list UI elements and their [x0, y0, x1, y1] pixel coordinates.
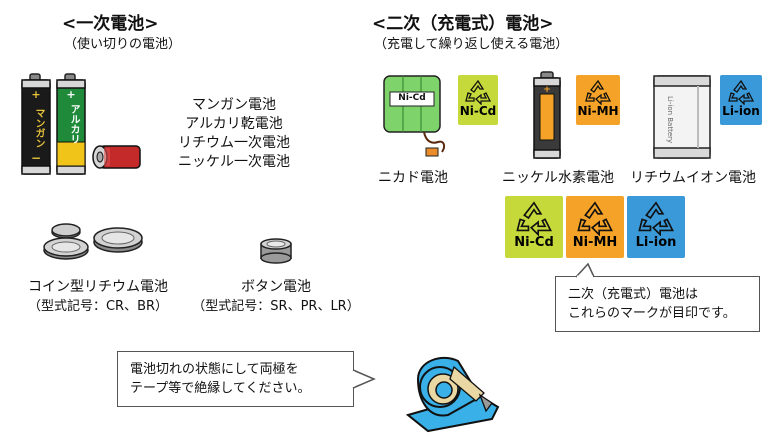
nimh-mark-code: Ni-MH	[572, 235, 618, 250]
coin-cell-name: コイン型リチウム電池	[28, 279, 168, 295]
disposal-note-line-2: テープ等で絶縁してください。	[130, 381, 311, 396]
svg-text:−: −	[31, 151, 41, 165]
callout-pointer	[575, 262, 595, 278]
primary-title: <一次電池>	[62, 14, 159, 34]
alkaline-cell-label: アルカリ	[68, 104, 79, 144]
button-cell-illustration	[260, 238, 292, 264]
liion-mark: Li-ion	[627, 196, 685, 258]
recycle-icon	[728, 79, 755, 105]
nicd-pack-label: Ni-Cd	[398, 93, 426, 103]
secondary-title: <二次（充電式）電池>	[372, 14, 554, 34]
liion-mark-code: Li-ion	[635, 235, 677, 250]
primary-subtitle: （使い切りの電池）	[64, 37, 182, 52]
liion-cell-illustration	[653, 75, 711, 159]
coin-cell-type: （型式記号：CR、BR）	[27, 299, 169, 314]
svg-text:+: +	[66, 88, 75, 101]
nimh-cell-illustration: +	[533, 71, 561, 159]
disposal-note: 電池切れの状態にして両極を テープ等で絶縁してください。	[117, 351, 354, 407]
primary-type-nickel: ニッケル一次電池	[178, 154, 290, 170]
manganese-cell-label: マンガン	[33, 108, 44, 148]
nimh-mark: Ni-MH	[566, 196, 624, 258]
liion-label: リチウムイオン電池	[630, 170, 756, 186]
nicd-pack-illustration	[383, 75, 446, 157]
callout-pointer	[352, 369, 376, 389]
primary-batteries-illustration: + − +	[21, 73, 141, 175]
primary-type-alkaline: アルカリ乾電池	[185, 116, 283, 132]
nicd-mark-small: Ni-Cd	[458, 75, 498, 125]
primary-type-manganese: マンガン電池	[192, 97, 276, 113]
disposal-note-line-1: 電池切れの状態にして両極を	[130, 362, 299, 377]
nicd-mark-code: Ni-Cd	[514, 235, 554, 250]
recycle-icon	[465, 79, 492, 105]
secondary-subtitle: （充電して繰り返し使える電池）	[374, 37, 569, 52]
svg-text:+: +	[31, 88, 40, 101]
secondary-mark-note: 二次（充電式）電池は これらのマークが目印です。	[555, 276, 760, 332]
primary-types-list: マンガン電池 アルカリ乾電池 リチウム一次電池 ニッケル一次電池	[168, 96, 300, 172]
recycle-icon	[585, 79, 612, 105]
svg-text:+: +	[543, 85, 551, 95]
nimh-mark-small-code: Ni-MH	[577, 104, 619, 118]
recycle-icon	[516, 201, 552, 236]
secondary-note-line-1: 二次（充電式）電池は	[568, 287, 699, 302]
button-cell-type: （型式記号：SR、PR、LR）	[192, 299, 360, 314]
nicd-mark-small-code: Ni-Cd	[459, 104, 497, 118]
nimh-label: ニッケル水素電池	[502, 170, 614, 186]
nicd-mark: Ni-Cd	[505, 196, 563, 258]
nimh-mark-small: Ni-MH	[576, 75, 620, 125]
liion-mark-small: Li-ion	[720, 75, 762, 125]
liion-cell-label: Li-ion Battery	[666, 96, 674, 144]
tape-dispenser-illustration	[405, 356, 500, 433]
coin-cells-illustration	[43, 223, 143, 260]
recycle-icon	[577, 201, 613, 236]
recycle-icon	[638, 201, 674, 236]
button-cell-name: ボタン電池	[241, 279, 311, 295]
nicd-label: ニカド電池	[378, 170, 448, 186]
liion-mark-small-code: Li-ion	[722, 104, 760, 118]
primary-type-lithium: リチウム一次電池	[178, 135, 290, 151]
secondary-note-line-2: これらのマークが目印です。	[568, 306, 736, 321]
